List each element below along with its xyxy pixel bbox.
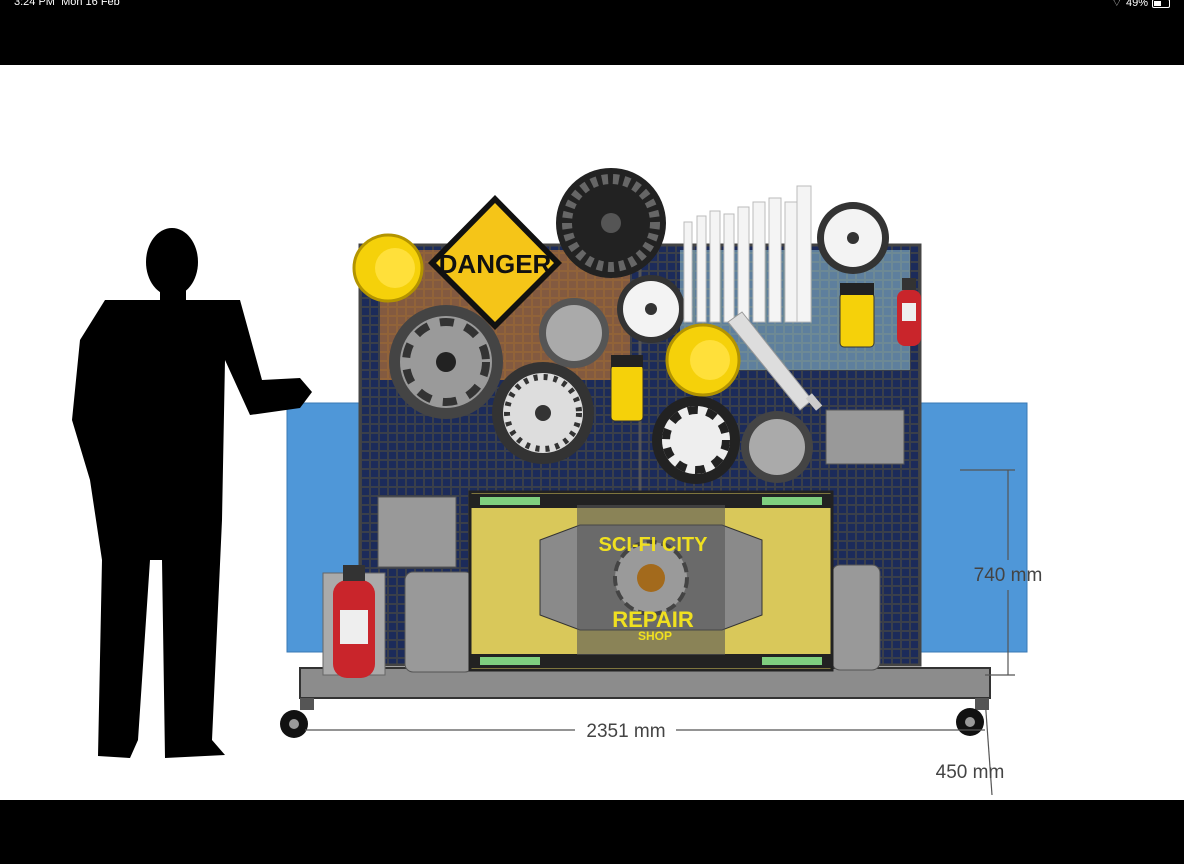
image-viewer: DANGER SCI-FI CITY REPAIR SHOP xyxy=(0,65,1184,800)
display-rendering: DANGER SCI-FI CITY REPAIR SHOP xyxy=(72,168,1043,796)
height-dimension-label: 740 mm xyxy=(974,565,1043,586)
grey-drum-1 xyxy=(539,298,609,368)
sci-fi-city-banner: SCI-FI CITY REPAIR SHOP xyxy=(468,490,834,672)
grey-drum-2 xyxy=(741,411,813,483)
status-time: 3:24 PM xyxy=(14,0,55,8)
caster-wheel-left xyxy=(280,698,314,738)
bottom-letterbox xyxy=(0,800,1184,864)
banner-title: SCI-FI CITY xyxy=(599,534,709,556)
cart-base xyxy=(299,667,991,699)
grey-bin-right xyxy=(825,409,905,465)
danger-sign-text: DANGER xyxy=(439,249,552,279)
grey-drum-floor-left xyxy=(404,571,474,673)
yellow-bucket-center xyxy=(665,323,741,397)
status-battery: ⌔49% xyxy=(1112,0,1170,10)
banner-shop: SHOP xyxy=(638,629,672,643)
danger-sign: DANGER xyxy=(428,195,562,330)
status-bar: 3:24 PM Mon 16 Feb ⌔49% xyxy=(0,0,1184,65)
height-dimension xyxy=(960,469,1015,676)
muffler xyxy=(727,311,823,411)
rim-black-white xyxy=(652,396,740,484)
grey-bin-left xyxy=(377,496,457,568)
battery-icon xyxy=(1152,0,1170,8)
rim-top-black xyxy=(556,168,666,278)
width-dimension-label: 2351 mm xyxy=(586,721,665,742)
yellow-bucket-left xyxy=(352,233,424,303)
status-time-date: 3:24 PM Mon 16 Feb xyxy=(14,0,120,8)
white-pipes xyxy=(683,185,812,323)
human-silhouette xyxy=(72,228,312,758)
depth-dimension xyxy=(984,697,993,796)
yellow-canister-1 xyxy=(610,355,644,422)
fire-extinguisher-small xyxy=(897,278,921,346)
banner-subtitle: REPAIR xyxy=(612,607,694,632)
battery-percent: 49% xyxy=(1125,0,1148,9)
rim-white-small xyxy=(617,275,685,343)
rim-silver-five-spoke xyxy=(389,305,503,419)
fire-extinguisher-floor xyxy=(322,565,386,678)
rim-spoke-center xyxy=(492,362,594,464)
right-blue-panel xyxy=(914,402,1028,653)
depth-dimension-label: 450 mm xyxy=(936,762,1005,783)
rim-white-top-right xyxy=(817,202,889,274)
status-date: Mon 16 Feb xyxy=(61,0,120,8)
grey-drum-floor-right xyxy=(831,564,881,671)
wifi-icon: ⌔ xyxy=(1111,0,1122,9)
yellow-canister-2 xyxy=(839,283,875,348)
